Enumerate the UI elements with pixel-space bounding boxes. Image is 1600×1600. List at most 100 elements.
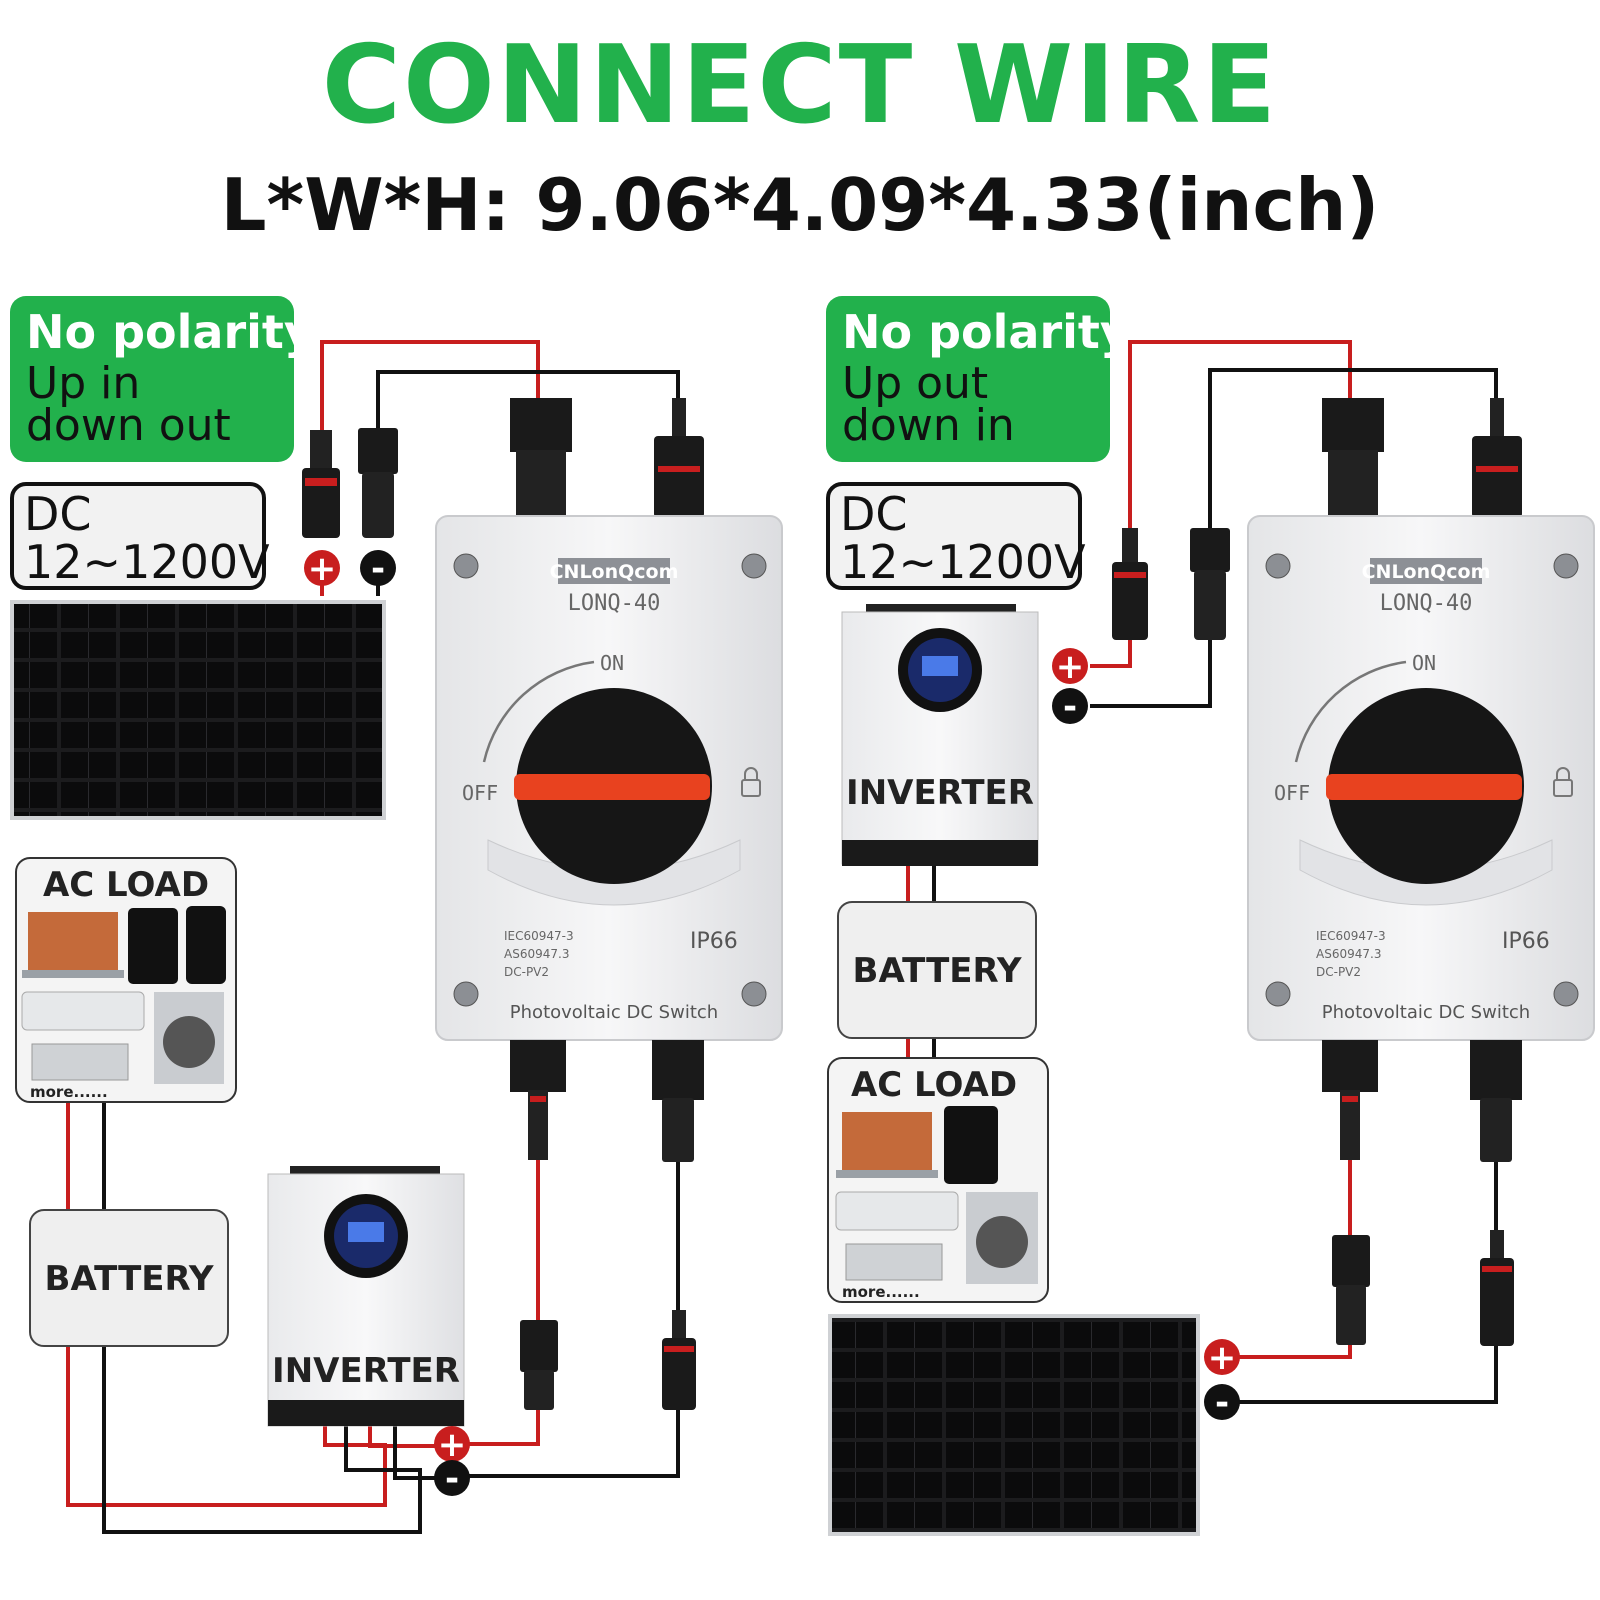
right-switch-std3: DC-PV2 (1316, 965, 1361, 979)
left-ac-load-card: AC LOAD more...... (15, 857, 237, 1103)
air-conditioner-icon (21, 991, 145, 1031)
right-switch-model: LONQ-40 (1380, 591, 1473, 616)
left-switch-caption: Photovoltaic DC Switch (510, 1002, 718, 1023)
left-switch-ip: IP66 (690, 929, 738, 954)
screw-icon (453, 553, 479, 579)
left-panel-plus-terminal: + (304, 549, 340, 589)
knob-indicator (514, 774, 710, 800)
left-inverter-plus-sign: + (438, 1425, 467, 1465)
knob-indicator (1326, 774, 1522, 800)
left-solar-panel (10, 600, 386, 820)
right-switch-ip: IP66 (1502, 929, 1550, 954)
right-wires (906, 340, 1498, 1404)
right-inverter-label: INVERTER (846, 773, 1034, 813)
right-badge-title: No polarity (842, 305, 1130, 359)
left-switch-std2: AS60947.3 (504, 947, 569, 961)
left-dc-switch: CNLonQcom LONQ-40 ON OFF IEC60947-3 AS60… (435, 398, 783, 1162)
tablet-icon (128, 908, 178, 984)
left-badge-title: No polarity (26, 305, 314, 359)
page-title: CONNECT WIRE (322, 23, 1278, 148)
left-switch-off-label: OFF (462, 781, 498, 805)
right-ac-load-more: more...... (842, 1283, 920, 1301)
right-ac-load-title: AC LOAD (851, 1065, 1017, 1105)
left-panel-plug-negative (358, 428, 398, 538)
left-inverter-minus-terminal: - (434, 1459, 470, 1499)
screw-icon (741, 553, 767, 579)
left-switch-std3: DC-PV2 (504, 965, 549, 979)
right-bottom-plug-positive (1332, 1235, 1370, 1345)
left-polarity-badge: No polarity Up in down out (10, 296, 314, 462)
laptop-icon (836, 1112, 938, 1178)
fridge-icon (31, 1043, 129, 1081)
air-conditioner-icon (835, 1191, 959, 1231)
left-inverter-label: INVERTER (272, 1351, 460, 1391)
right-switch-caption: Photovoltaic DC Switch (1322, 1002, 1530, 1023)
right-inverter-minus-sign: - (1063, 687, 1077, 727)
right-panel-plus-terminal: + (1204, 1338, 1240, 1378)
right-dc-line1: DC (840, 487, 908, 541)
right-switch-std2: AS60947.3 (1316, 947, 1381, 961)
lock-icon (1553, 767, 1573, 797)
left-dc-label: DC 12~1200V (10, 482, 270, 590)
left-switch-std1: IEC60947-3 (504, 929, 574, 943)
laptop-icon (22, 912, 124, 978)
right-inverter-plug-positive (1112, 528, 1148, 640)
left-ac-load-title: AC LOAD (43, 865, 209, 905)
left-badge-line1: Up in (26, 358, 140, 409)
right-bottom-plug-negative (1480, 1230, 1514, 1346)
left-switch-brand: CNLonQcom (550, 561, 679, 583)
left-inverter: INVERTER (267, 1166, 465, 1427)
right-battery-box: BATTERY (837, 901, 1037, 1039)
switch-bottom-connectors (510, 1040, 704, 1162)
right-dc-label: DC 12~1200V (826, 482, 1086, 590)
left-battery-label: BATTERY (45, 1259, 214, 1299)
left-switch-model: LONQ-40 (568, 591, 661, 616)
right-inverter: INVERTER (841, 604, 1039, 866)
right-switch-std1: IEC60947-3 (1316, 929, 1386, 943)
screw-icon (1265, 981, 1291, 1007)
left-panel-plus-sign: + (308, 549, 337, 589)
switch-bottom-connectors (1322, 1040, 1522, 1162)
switch-top-connectors (1322, 398, 1522, 518)
right-badge-line2: down in (842, 400, 1015, 451)
right-dc-line2: 12~1200V (840, 535, 1086, 589)
screw-icon (453, 981, 479, 1007)
right-badge-line1: Up out (842, 358, 988, 409)
right-inverter-plug-negative (1190, 528, 1230, 640)
fridge-icon (845, 1243, 943, 1281)
dimensions-label: L*W*H: 9.06*4.09*4.33(inch) (221, 163, 1380, 247)
left-wires (66, 340, 680, 1534)
phone-icon (186, 906, 226, 984)
right-switch-on-label: ON (1412, 651, 1436, 675)
right-inverter-minus-terminal: - (1052, 687, 1088, 727)
right-panel-plus-sign: + (1208, 1338, 1237, 1378)
screw-icon (1265, 553, 1291, 579)
rotate-arrow-icon (482, 660, 595, 763)
right-panel-minus-sign: - (1215, 1383, 1229, 1423)
left-ac-load-more: more...... (30, 1083, 108, 1101)
right-switch-off-label: OFF (1274, 781, 1310, 805)
right-inverter-plus-terminal: + (1052, 647, 1088, 687)
lock-icon (741, 767, 761, 797)
tablet-icon (944, 1106, 998, 1184)
rotate-arrow-icon (1294, 660, 1407, 763)
left-badge-line2: down out (26, 400, 231, 451)
switch-top-connectors (510, 398, 704, 518)
right-switch-brand: CNLonQcom (1362, 561, 1491, 583)
left-inverter-plus-terminal: + (434, 1425, 470, 1465)
left-switch-on-label: ON (600, 651, 624, 675)
left-panel-minus-terminal: - (360, 549, 396, 589)
right-ac-load-card: AC LOAD more...... (827, 1057, 1049, 1303)
left-panel-plug-positive (302, 430, 340, 538)
right-solar-panel (828, 1314, 1200, 1536)
left-inverter-minus-sign: - (445, 1459, 459, 1499)
washing-machine-icon (966, 1192, 1038, 1284)
left-bottom-plug-negative (662, 1310, 696, 1410)
left-battery-box: BATTERY (29, 1209, 229, 1347)
right-dc-switch: CNLonQcom LONQ-40 ON OFF IEC60947-3 AS60… (1247, 398, 1595, 1162)
washing-machine-icon (154, 992, 224, 1084)
left-panel-minus-sign: - (371, 549, 385, 589)
left-bottom-plug-positive (520, 1320, 558, 1410)
right-battery-label: BATTERY (853, 951, 1022, 991)
